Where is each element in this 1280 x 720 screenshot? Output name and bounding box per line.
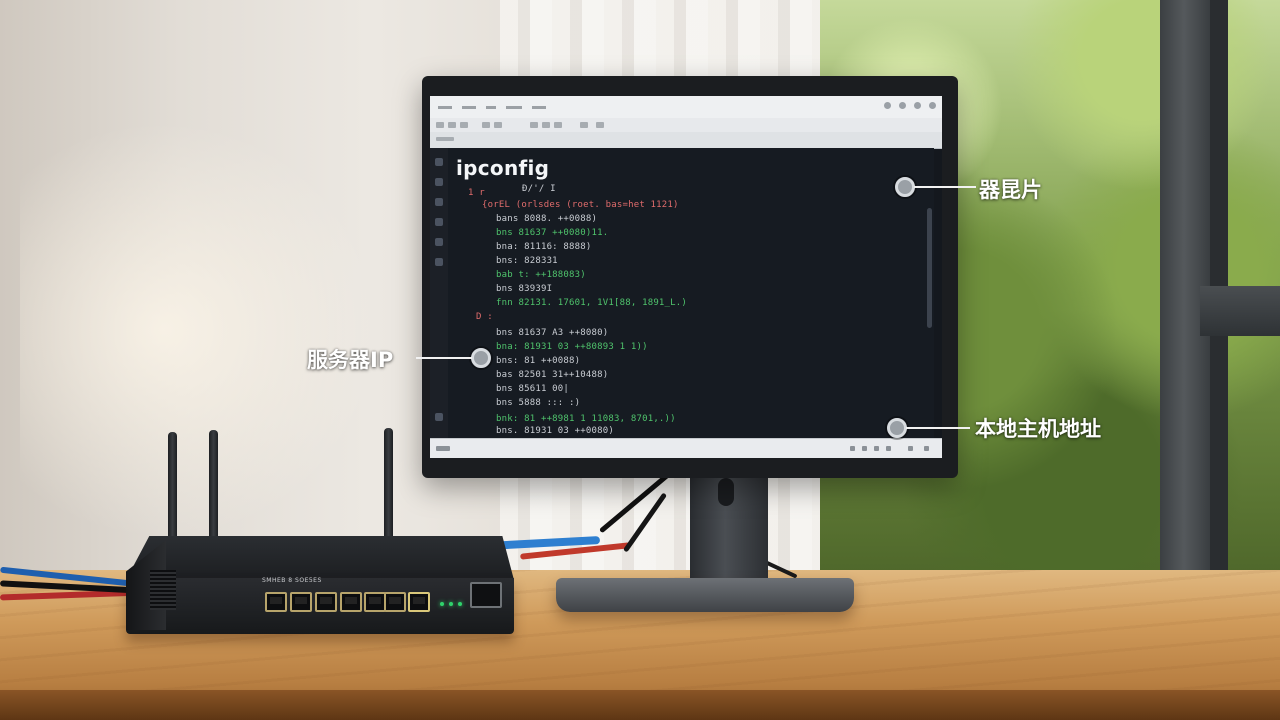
status-icon	[436, 446, 450, 451]
extensions-icon[interactable]	[435, 238, 443, 246]
router-antenna	[209, 430, 218, 550]
app-menubar	[430, 96, 942, 119]
menu-placeholder	[462, 105, 476, 109]
code-line: fnn 82131. 17601, 1V1[88, 1891_L.)	[496, 298, 688, 308]
annotation-marker-bottom	[887, 418, 907, 438]
annotation-marker-left	[471, 348, 491, 368]
router-brand-label: SMHEB 8 SOE5ES	[262, 577, 322, 584]
cable-slot	[718, 478, 734, 506]
toolbar-icon[interactable]	[596, 122, 604, 128]
status-led	[449, 602, 453, 606]
code-line: bna: 81931 03 ++80893 1 1))	[496, 342, 648, 352]
code-line: bnk: 81 ++8981 1 11083, 8701,.))	[496, 414, 676, 424]
router-top	[126, 536, 514, 580]
close-icon[interactable]	[929, 102, 936, 109]
router-antenna	[168, 432, 177, 550]
editor-scrollbar[interactable]	[927, 208, 932, 328]
code-line: {orEL (orlsdes (roet. bas=het 1121)	[482, 200, 679, 210]
annotation-line-bottom	[906, 427, 970, 429]
command-title: ipconfig	[456, 156, 550, 180]
code-line: bns 81637 A3 ++8080)	[496, 328, 609, 338]
code-line: bns 83939I	[496, 284, 553, 294]
maximize-icon[interactable]	[914, 102, 921, 109]
toolbar-icon[interactable]	[436, 122, 444, 128]
code-line: bns: 81 ++0088)	[496, 356, 581, 366]
toolbar-icon[interactable]	[448, 122, 456, 128]
tab-placeholder[interactable]	[436, 137, 454, 141]
settings-icon[interactable]	[435, 413, 443, 421]
code-line: bna: 81116: 8888)	[496, 242, 592, 252]
code-line: bab t: ++188083)	[496, 270, 586, 280]
status-icon	[862, 446, 867, 451]
code-line: bns 85611 00|	[496, 384, 570, 394]
app-toolbar	[430, 118, 942, 133]
toolbar-icon[interactable]	[482, 122, 490, 128]
ethernet-port[interactable]	[340, 592, 362, 612]
toolbar-icon[interactable]	[580, 122, 588, 128]
menu-placeholder	[438, 105, 452, 109]
status-bar	[430, 438, 942, 458]
toolbar-icon[interactable]	[460, 122, 468, 128]
status-icon	[908, 446, 913, 451]
code-line: bans 8088. ++0088)	[496, 214, 598, 224]
code-line: D :	[476, 312, 493, 322]
toolbar-icon[interactable]	[542, 122, 550, 128]
desk-edge	[0, 690, 1280, 720]
terminal-icon[interactable]	[435, 258, 443, 266]
code-line: 1 r	[468, 188, 485, 198]
toolbar-icon[interactable]	[494, 122, 502, 128]
settings-icon[interactable]	[899, 102, 906, 109]
annotation-marker-top	[895, 177, 915, 197]
annotation-label-bottom: 本地主机地址	[975, 417, 1101, 441]
menu-placeholder	[486, 105, 496, 109]
window-frame-crossbar	[1200, 286, 1280, 336]
source-control-icon[interactable]	[435, 198, 443, 206]
status-icon	[874, 446, 879, 451]
toolbar-icon[interactable]	[554, 122, 562, 128]
menu-placeholder	[532, 105, 546, 109]
code-line: bns 5888 ::: :)	[496, 398, 581, 408]
code-line: bns 81637 ++0080)11.	[496, 228, 609, 238]
annotation-line-left	[416, 357, 472, 359]
code-line: bns: 828331	[496, 256, 558, 266]
usb-port[interactable]	[470, 582, 502, 608]
code-line: Đ/'/ I	[522, 184, 556, 194]
monitor-stand-base	[556, 578, 854, 612]
router-antenna	[384, 428, 393, 544]
status-led	[458, 602, 462, 606]
tab-bar	[430, 132, 942, 149]
status-led	[440, 602, 444, 606]
annotation-line-top	[914, 186, 976, 188]
status-icon	[924, 446, 929, 451]
toolbar-icon[interactable]	[530, 122, 538, 128]
code-editor[interactable]	[448, 148, 934, 438]
explorer-icon[interactable]	[435, 158, 443, 166]
status-icon	[850, 446, 855, 451]
debug-icon[interactable]	[435, 218, 443, 226]
ethernet-port[interactable]	[384, 592, 406, 612]
annotation-label-left: 服务器IP	[307, 348, 394, 372]
ethernet-port[interactable]	[364, 592, 386, 612]
wan-port[interactable]	[408, 592, 430, 612]
monitor-screen: ipconfig 1 r Đ/'/ I {orEL (orlsdes (roet. …	[430, 96, 942, 458]
code-line: bns. 81931 03 ++0080)	[496, 426, 614, 436]
window-controls	[884, 102, 936, 109]
activity-sidebar	[430, 148, 449, 438]
status-icon	[886, 446, 891, 451]
minimize-icon[interactable]	[884, 102, 891, 109]
router-vent	[150, 570, 176, 610]
ethernet-port[interactable]	[265, 592, 287, 612]
wall-sunlight	[20, 120, 380, 540]
menu-placeholder	[506, 105, 522, 109]
ethernet-port[interactable]	[315, 592, 337, 612]
ethernet-port[interactable]	[290, 592, 312, 612]
code-line: bas 82501 31++10488)	[496, 370, 609, 380]
annotation-label-top: 器昆片	[979, 178, 1042, 202]
search-icon[interactable]	[435, 178, 443, 186]
